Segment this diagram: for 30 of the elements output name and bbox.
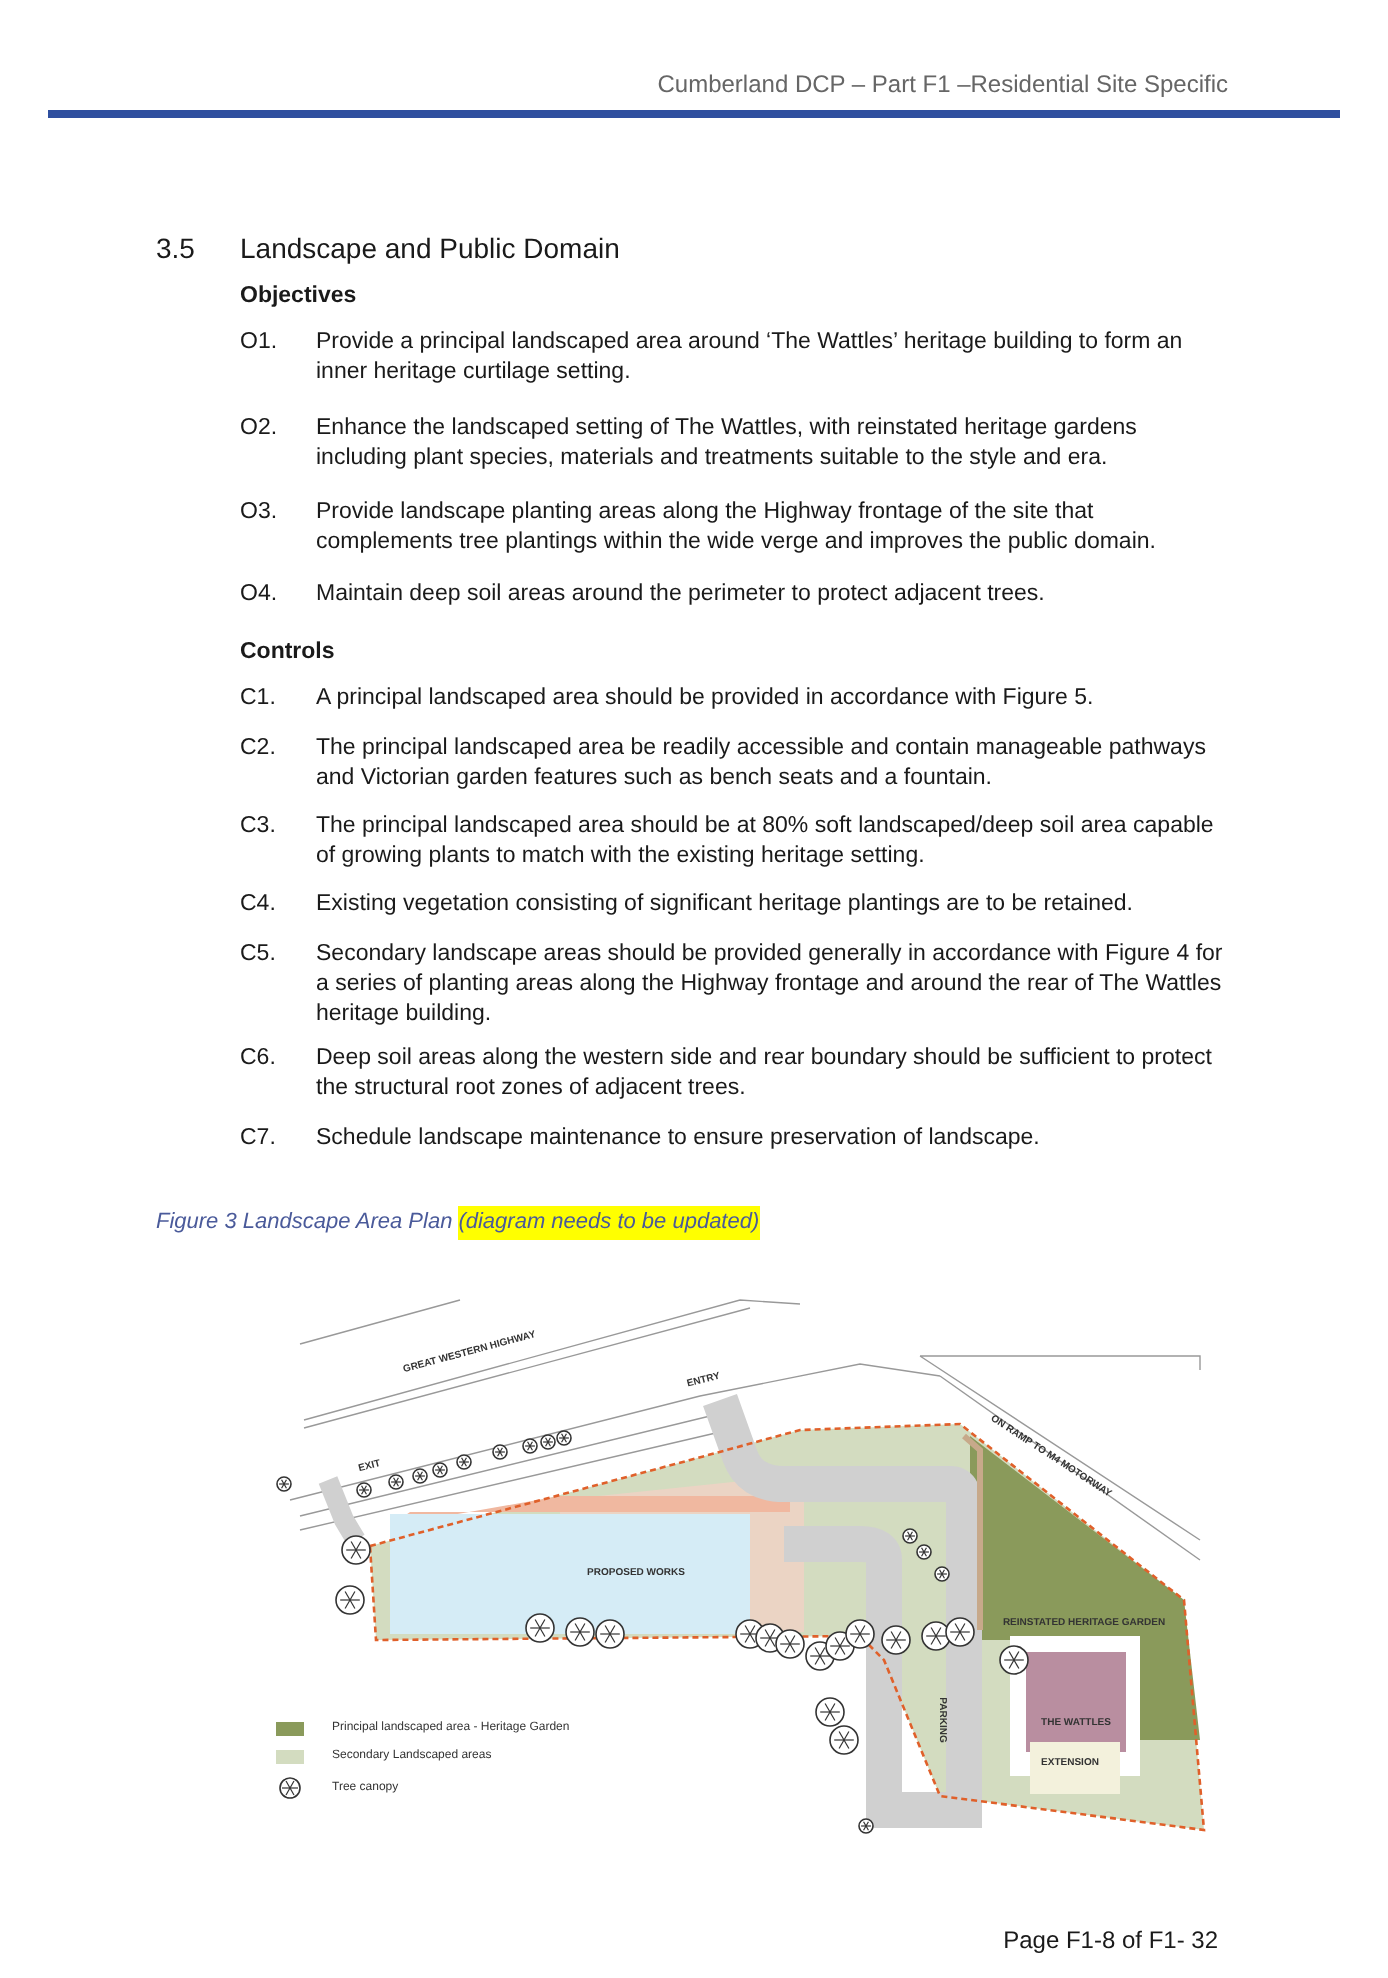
subheading: Objectives (240, 282, 357, 312)
item-number: C3. (240, 812, 276, 842)
item-text: Deep soil areas along the western side and rear boundary should be sufficient to protect the structural root zones of adjacent trees. (316, 1044, 1214, 1104)
item-text: Existing vegetation consisting of significant heritage plantings are to be retained. (316, 890, 1136, 920)
item-text: A principal landscaped area should be provided in accordance with Figure 5. (316, 684, 1096, 714)
item-text: Secondary landscape areas should be provided generally in accordance with Figure 4 for a series of planting areas along the Highway frontage and around the rear of The Wattles heritage building. (316, 940, 1225, 1030)
section-number: 3.5 (156, 230, 195, 268)
item-text: Maintain deep soil areas around the perimeter to protect adjacent trees. (316, 580, 1047, 610)
highlighted-note: (diagram needs to be updated) (458, 1206, 760, 1239)
item-text: Provide landscape planting areas along the Highway frontage of the site that complements tree plantings within the wide verge and improves the public domain. (316, 498, 1158, 558)
item-number: C4. (240, 890, 276, 920)
page-footer: Page F1-8 of F1- 32 (1003, 1922, 1218, 1958)
item-text: The principal landscaped area be readily accessible and contain manageable pathways and Victorian garden features such as bench seats and a fountain. (316, 734, 1208, 794)
section-title: Landscape and Public Domain (240, 230, 620, 268)
subheading: Controls (240, 638, 335, 668)
item-text: Enhance the landscaped setting of The Wattles, with reinstated heritage gardens including plant species, materials and treatments suitable to the style and era. (316, 414, 1139, 474)
item-text: Provide a principal landscaped area around ‘The Wattles’ heritage building to form an inner heritage curtilage setting. (316, 328, 1185, 388)
item-text: The principal landscaped area should be at 80% soft landscaped/deep soil area capable of growing plants to match with the existing heritage setting. (316, 812, 1216, 872)
page-header: Cumberland DCP – Part F1 –Residential Site Specific (657, 68, 1228, 102)
item-number: O1. (240, 328, 278, 358)
figure-caption: Figure 3 Landscape Area Plan (156, 1208, 453, 1238)
item-number: C1. (240, 684, 276, 714)
item-number: O2. (240, 414, 278, 444)
item-number: O4. (240, 580, 278, 610)
item-number: C5. (240, 940, 276, 970)
item-number: C7. (240, 1124, 276, 1154)
item-text: Schedule landscape maintenance to ensure preservation of landscape. (316, 1124, 1042, 1154)
item-number: C2. (240, 734, 276, 764)
item-number: O3. (240, 498, 278, 528)
item-number: C6. (240, 1044, 276, 1074)
